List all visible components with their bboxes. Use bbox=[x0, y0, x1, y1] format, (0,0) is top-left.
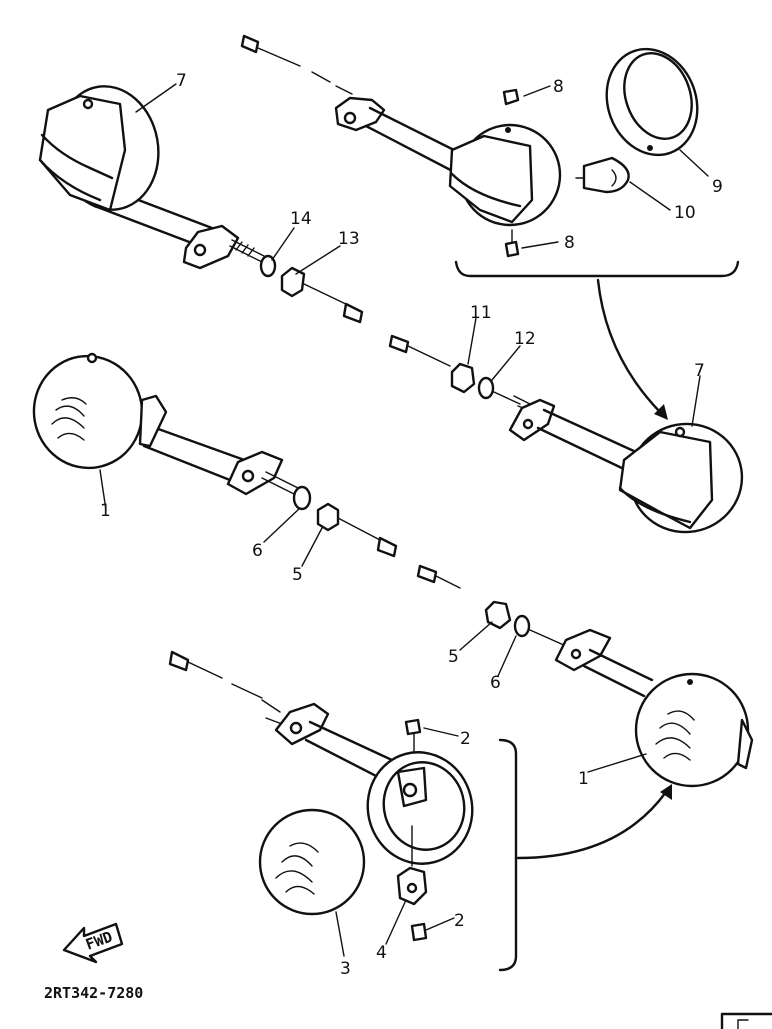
signal-assembly-top-right bbox=[240, 34, 740, 420]
part-label-9: 9 bbox=[712, 177, 723, 197]
part-labels: 7 8 9 10 8 14 13 11 12 7 1 6 5 5 6 2 1 2… bbox=[100, 71, 723, 979]
signal-assembly-mid-left bbox=[32, 352, 398, 558]
part-label-7-top: 7 bbox=[176, 71, 187, 91]
part-label-11: 11 bbox=[470, 303, 492, 323]
forward-direction-arrow: FWD bbox=[62, 922, 124, 964]
part-label-1-bottom: 1 bbox=[578, 769, 589, 789]
part-label-2-top: 2 bbox=[460, 729, 471, 749]
part-label-6-right: 6 bbox=[490, 673, 501, 693]
part-label-5-left: 5 bbox=[292, 565, 303, 585]
corner-mark-inner bbox=[737, 1019, 749, 1029]
part-label-1-mid: 1 bbox=[100, 501, 111, 521]
leader-lines bbox=[99, 83, 709, 957]
signal-assembly-bottom bbox=[168, 650, 672, 972]
signal-assembly-mid-right bbox=[388, 334, 744, 534]
signal-assembly-top-left bbox=[38, 85, 364, 324]
part-label-8-bottom: 8 bbox=[564, 233, 575, 253]
corner-mark bbox=[720, 1012, 772, 1029]
part-label-6-left: 6 bbox=[252, 541, 263, 561]
part-label-2-bottom: 2 bbox=[454, 911, 465, 931]
part-label-8-top: 8 bbox=[553, 77, 564, 97]
part-label-7-mid: 7 bbox=[694, 361, 705, 381]
signal-assembly-lower-right bbox=[416, 564, 754, 788]
part-label-5-right: 5 bbox=[448, 647, 459, 667]
part-label-13: 13 bbox=[338, 229, 360, 249]
fwd-label: FWD bbox=[83, 928, 115, 954]
part-label-3: 3 bbox=[340, 959, 351, 979]
part-label-12: 12 bbox=[514, 329, 536, 349]
diagram-code: 2RT342-7280 bbox=[44, 984, 143, 1002]
part-label-4: 4 bbox=[376, 943, 387, 963]
part-label-10: 10 bbox=[674, 203, 696, 223]
part-label-14: 14 bbox=[290, 209, 312, 229]
